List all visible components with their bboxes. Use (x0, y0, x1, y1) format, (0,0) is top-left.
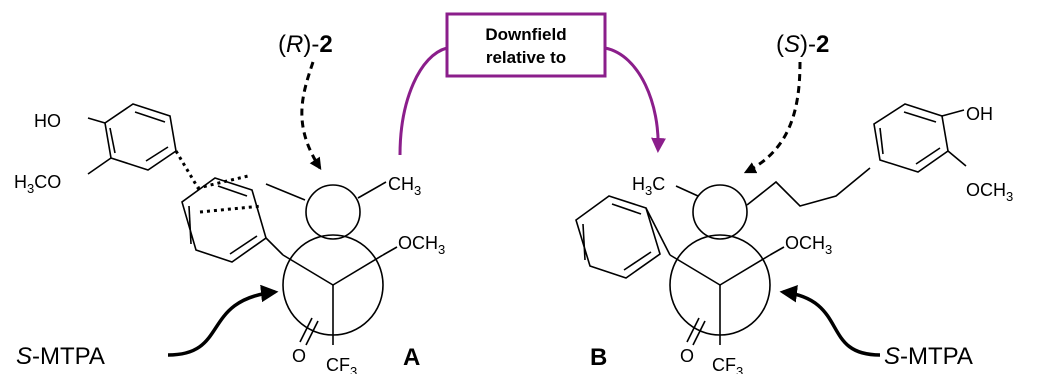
aryl-methoxy-label-right: OCH3 (966, 180, 1013, 204)
mtpa-label-right: S-MTPA (884, 343, 973, 370)
callout-arrow-right (604, 46, 667, 153)
hydroxy-label-right: OH (966, 104, 993, 124)
methyl-label-right: H3C (632, 174, 665, 198)
hydroxy-label-left: HO (34, 111, 61, 131)
ester-methoxy-label-left: OCH3 (398, 233, 445, 257)
mtpa-arrow-right (779, 284, 881, 357)
methyl-label-left: CH3 (388, 174, 421, 198)
dotted-ring-bond-left (199, 204, 263, 214)
downfield-callout: Downfield relative to (398, 12, 667, 156)
stereo-label-r2: (R)-2 (278, 31, 333, 58)
callout-line-1: Downfield (485, 25, 566, 44)
carbonyl-o-label-left: O (292, 346, 306, 366)
rear-carbon-circle-right (692, 184, 748, 240)
phenyl-ring-right (575, 195, 661, 279)
guaiacyl-ring-left (87, 103, 177, 175)
mtpa-arrow-left (167, 284, 279, 357)
callout-stem-left (398, 46, 448, 156)
dashed-arrow-s2 (743, 61, 802, 174)
dotted-chain-bond-left (174, 150, 249, 190)
callout-box (445, 12, 607, 78)
mtpa-label-left: S-MTPA (16, 343, 105, 370)
panel-label-a: A (403, 344, 420, 371)
cf3-label-right: CF3 (712, 355, 743, 374)
conformer-b: (S)-2 H3C OH OCH3 (575, 31, 1013, 374)
phenyl-ring-left (181, 177, 267, 263)
callout-line-2: relative to (486, 48, 566, 67)
cf3-label-left: CF3 (326, 355, 357, 374)
stereo-label-s2: (S)-2 (776, 31, 829, 58)
dashed-arrow-r2 (300, 61, 322, 171)
ester-methoxy-label-right: OCH3 (785, 233, 832, 257)
conformer-a: (R)-2 HO H3CO (14, 31, 445, 374)
panel-label-b: B (590, 344, 607, 371)
carbonyl-o-label-right: O (680, 346, 694, 366)
rear-carbon-circle-left (305, 184, 361, 240)
guaiacyl-ring-right (873, 103, 967, 173)
aryl-methoxy-label-left: H3CO (14, 172, 61, 196)
